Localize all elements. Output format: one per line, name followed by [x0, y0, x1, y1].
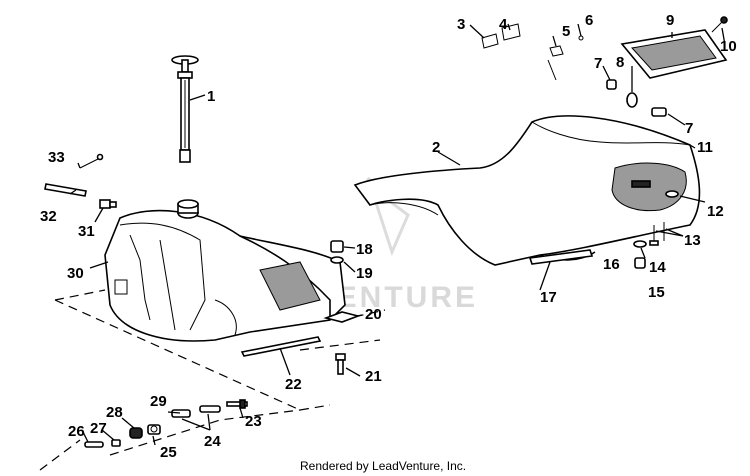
callout-22: 22 [285, 376, 302, 393]
bulb-socket-part-7 [606, 79, 667, 117]
callout-6: 6 [585, 12, 593, 29]
callout-7a: 7 [594, 55, 602, 72]
strap-part-22 [240, 336, 322, 357]
callout-3: 3 [457, 16, 465, 33]
callout-labels: 1 2 3 4 5 6 7 7 8 9 10 11 12 13 14 15 16… [40, 12, 737, 461]
callout-32: 32 [40, 208, 57, 225]
callout-20: 20 [365, 306, 382, 323]
callout-7b: 7 [685, 120, 693, 137]
washer-part-19 [330, 256, 344, 264]
callout-29: 29 [150, 393, 167, 410]
callout-1: 1 [207, 88, 215, 105]
strap-part [44, 183, 87, 197]
credit-text: Rendered by LeadVenture, Inc. [300, 459, 466, 473]
screw-part-10 [711, 16, 728, 33]
callout-30: 30 [67, 265, 84, 282]
taillight-housing-part-9 [620, 29, 728, 79]
callout-21: 21 [365, 368, 382, 385]
callout-12: 12 [707, 203, 724, 220]
nut-part-18 [330, 240, 344, 253]
reflector-part-3 [481, 33, 499, 49]
callout-31: 31 [78, 223, 95, 240]
reflector-part-4 [501, 23, 521, 41]
fuel-line-parts [84, 399, 248, 448]
callout-14: 14 [649, 259, 666, 276]
callout-25: 25 [160, 444, 177, 461]
callout-8: 8 [616, 54, 624, 71]
fitting-part [99, 199, 117, 209]
callout-24: 24 [204, 433, 221, 450]
callout-17: 17 [540, 289, 557, 306]
callout-19: 19 [356, 265, 373, 282]
callout-18: 18 [356, 241, 373, 258]
callout-33: 33 [48, 149, 65, 166]
callout-13: 13 [684, 232, 701, 249]
seat-latch-part-13 [649, 222, 665, 246]
callout-5: 5 [562, 23, 570, 40]
fuel-sender-part [171, 55, 199, 163]
seat-part [353, 115, 701, 266]
screw-part-6 [547, 35, 584, 81]
callout-11: 11 [697, 139, 713, 156]
grommet-part-14 [634, 257, 646, 269]
callout-27: 27 [90, 420, 107, 437]
washer-part-16 [633, 240, 647, 248]
bracket-part-5 [549, 45, 564, 57]
leader-lines [69, 23, 726, 446]
callout-23: 23 [245, 413, 262, 430]
callout-26: 26 [68, 423, 85, 440]
callout-15: 15 [648, 284, 665, 301]
fuel-tank-part [104, 199, 346, 342]
vent-line-part [79, 153, 104, 169]
callout-16: 16 [603, 256, 620, 273]
hinge-part-17 [528, 249, 594, 265]
callout-28: 28 [106, 404, 123, 421]
bolt-part-21 [335, 353, 346, 375]
bulb-part-8 [626, 92, 638, 108]
callout-4: 4 [499, 16, 508, 33]
callout-2: 2 [432, 139, 440, 156]
callout-10: 10 [720, 38, 737, 55]
callout-9: 9 [666, 12, 674, 29]
